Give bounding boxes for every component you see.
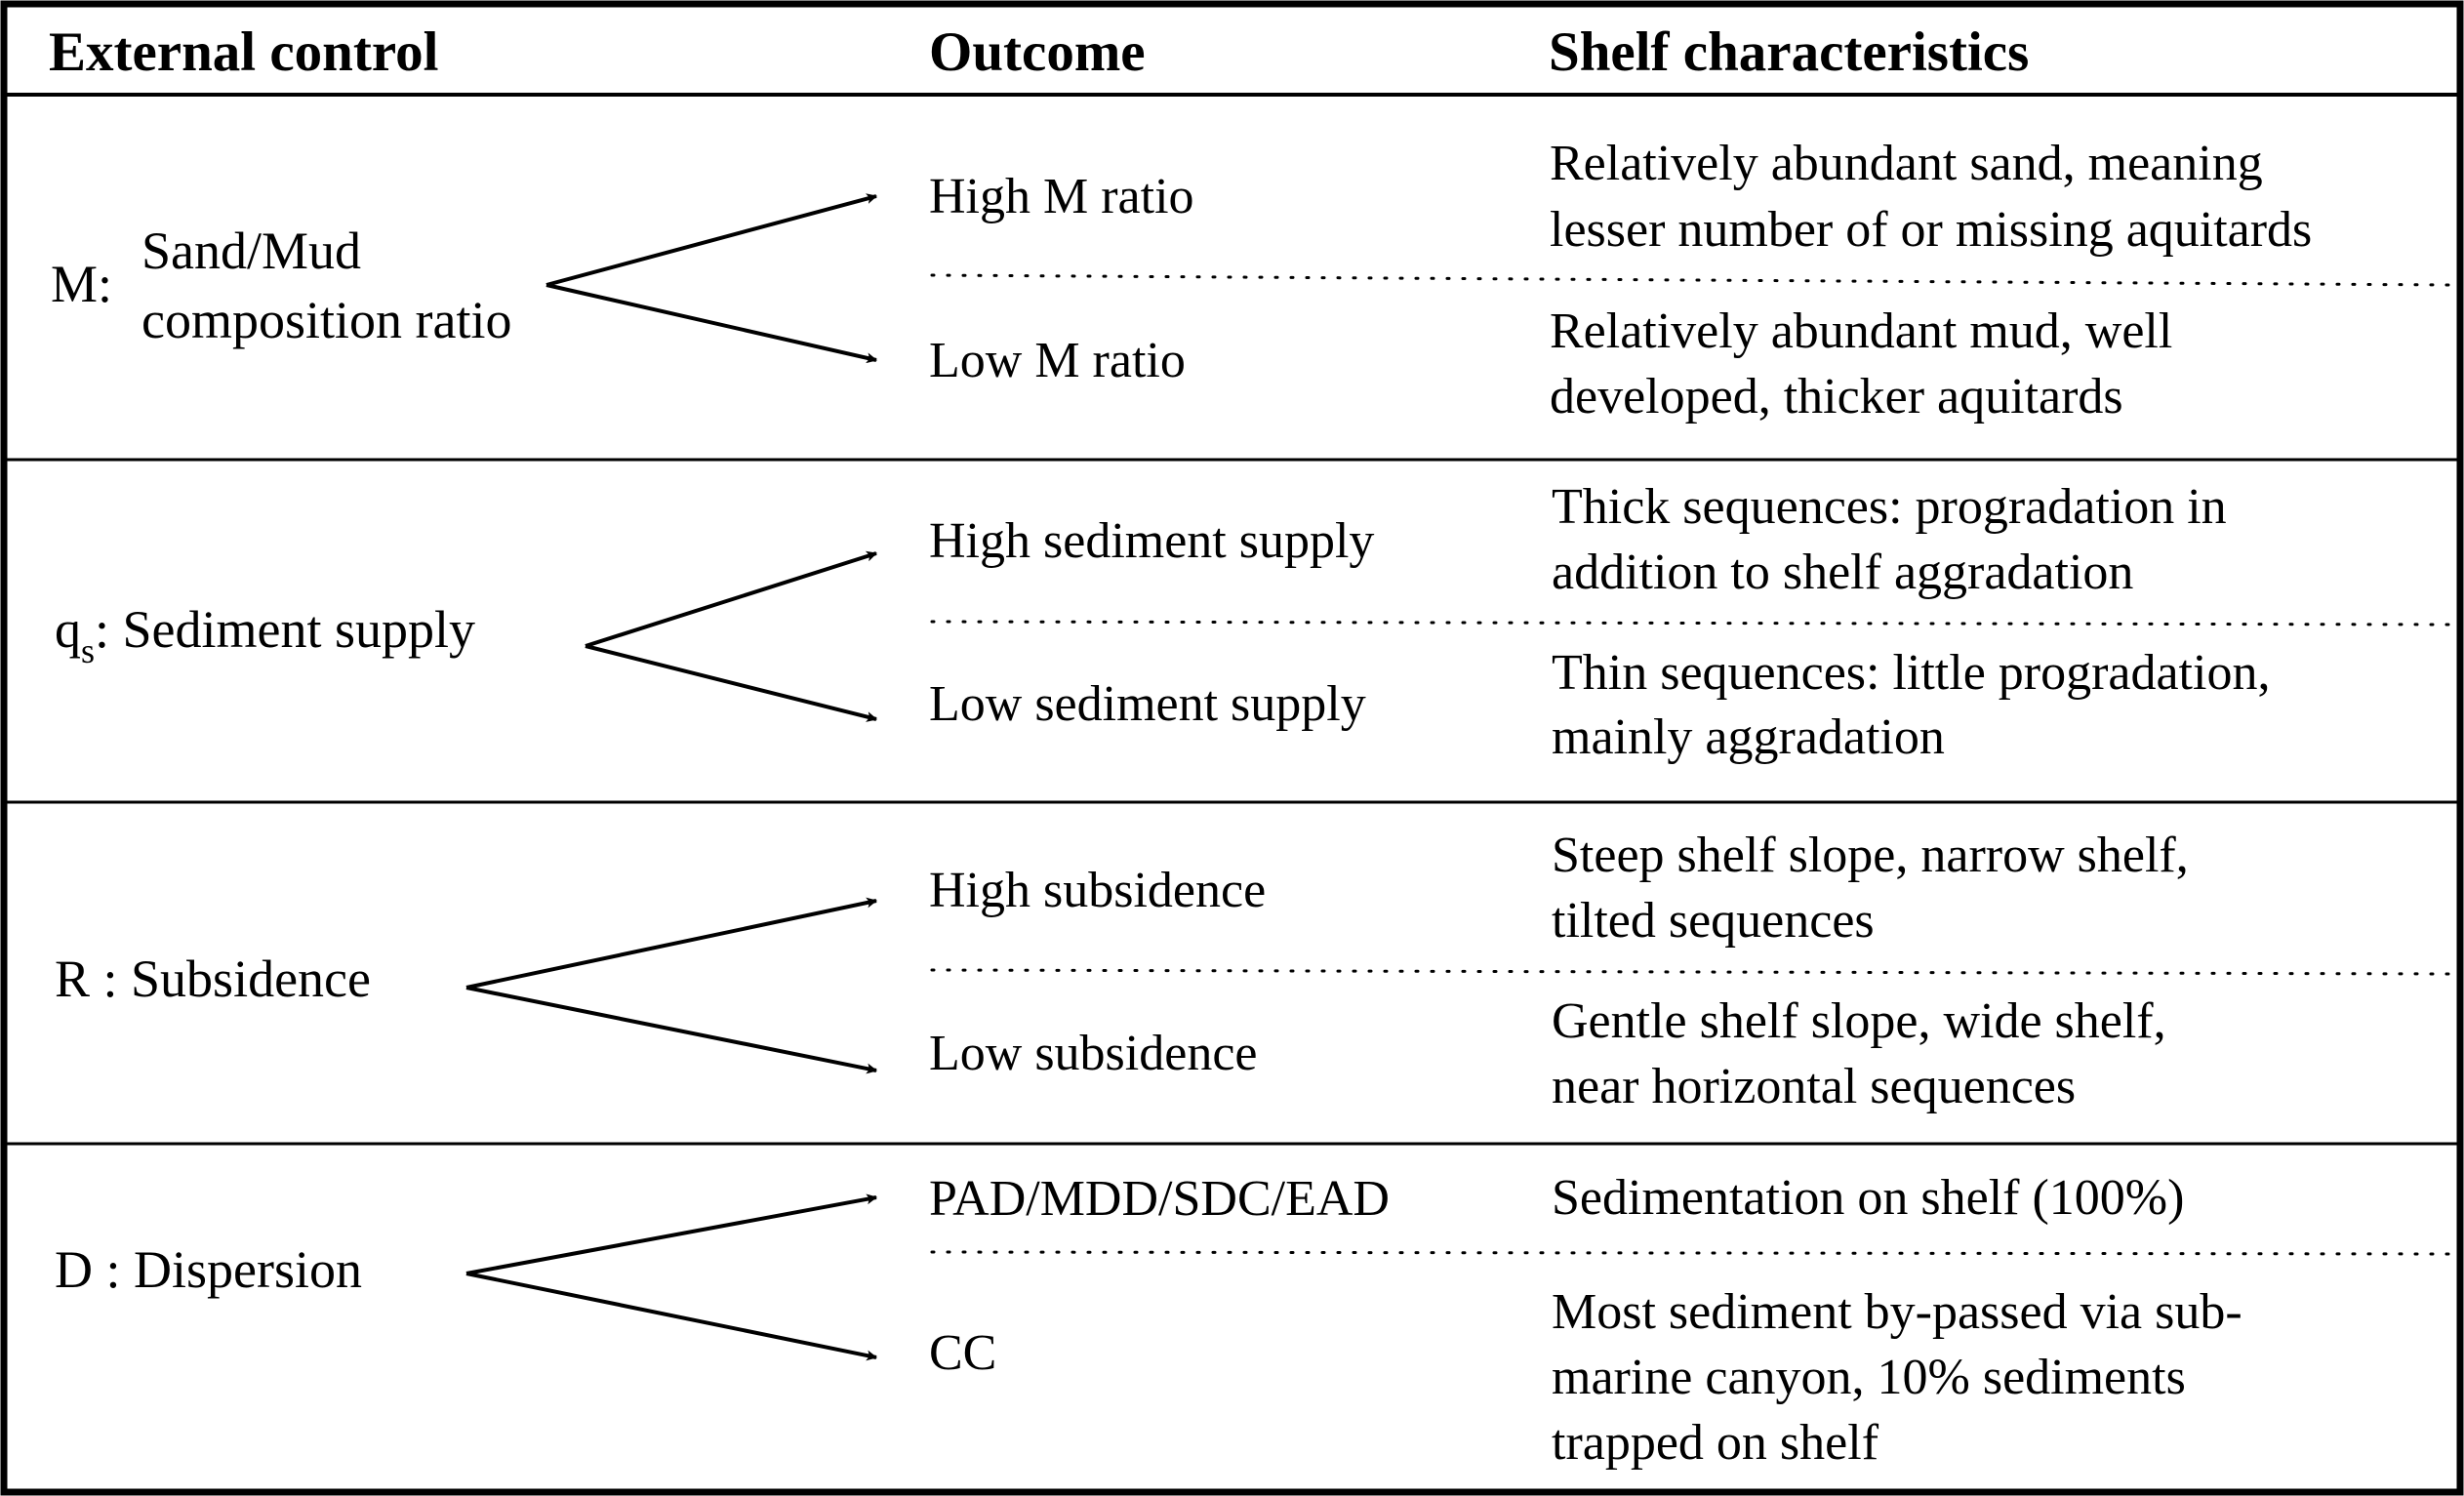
control-m-prefix: M: bbox=[51, 255, 113, 313]
characteristic-pad-line-1: Sedimentation on shelf (100%) bbox=[1552, 1170, 2185, 1226]
characteristic-cc-line-3: trapped on shelf bbox=[1552, 1415, 1879, 1471]
characteristic-low-m-line-1: Relatively abundant mud, well bbox=[1550, 303, 2173, 359]
control-m-line-1: Sand/Mud bbox=[141, 222, 362, 280]
outcome-high-sediment-supply: High sediment supply bbox=[929, 513, 1375, 569]
arrow-qs-low bbox=[585, 644, 878, 722]
arrow-m-low bbox=[545, 283, 878, 364]
dotted-divider-4 bbox=[930, 1250, 2451, 1256]
header-outcome: Outcome bbox=[929, 21, 1146, 83]
outcome-low-subsidence: Low subsidence bbox=[929, 1026, 1258, 1081]
outcome-high-subsidence: High subsidence bbox=[929, 863, 1267, 918]
arrow-r-high bbox=[465, 897, 878, 990]
characteristic-high-m-line-2: lesser number of or missing aquitards bbox=[1550, 202, 2313, 258]
control-qs-subscript: s bbox=[81, 631, 96, 670]
outcome-cc: CC bbox=[929, 1325, 997, 1381]
characteristic-high-subsidence-line-2: tilted sequences bbox=[1552, 893, 1875, 949]
dotted-divider-2 bbox=[930, 620, 2451, 627]
control-r-subsidence: R : Subsidence bbox=[55, 950, 371, 1008]
control-qs-label: : Sediment supply bbox=[95, 600, 476, 659]
characteristic-low-subsidence-line-2: near horizontal sequences bbox=[1552, 1059, 2077, 1114]
dotted-divider-3 bbox=[930, 968, 2451, 976]
control-qs-symbol: q bbox=[55, 600, 81, 659]
characteristic-cc-line-2: marine canyon, 10% sediments bbox=[1552, 1350, 2186, 1405]
header-external-control: External control bbox=[49, 21, 439, 83]
outcome-high-m-ratio: High M ratio bbox=[929, 169, 1194, 224]
control-m-line-2: composition ratio bbox=[141, 291, 512, 349]
arrow-r-low bbox=[465, 986, 878, 1074]
characteristic-low-subsidence-line-1: Gentle shelf slope, wide shelf, bbox=[1552, 993, 2166, 1049]
characteristic-low-supply-line-2: mainly aggradation bbox=[1552, 709, 1945, 765]
characteristic-high-subsidence-line-1: Steep shelf slope, narrow shelf, bbox=[1552, 828, 2189, 883]
characteristic-high-m-line-1: Relatively abundant sand, meaning bbox=[1550, 136, 2263, 191]
arrow-qs-high bbox=[585, 550, 878, 648]
characteristic-high-supply-line-2: addition to shelf aggradation bbox=[1552, 545, 2134, 600]
characteristic-low-supply-line-1: Thin sequences: little progradation, bbox=[1552, 645, 2271, 701]
outcome-low-m-ratio: Low M ratio bbox=[929, 333, 1186, 388]
header-shelf-characteristics: Shelf characteristics bbox=[1549, 21, 2030, 83]
control-d-dispersion: D : Dispersion bbox=[55, 1240, 362, 1299]
characteristic-low-m-line-2: developed, thicker aquitards bbox=[1550, 369, 2123, 425]
outcome-low-sediment-supply: Low sediment supply bbox=[929, 676, 1366, 732]
outcome-pad-mdd-sdc-ead: PAD/MDD/SDC/EAD bbox=[929, 1171, 1390, 1227]
arrow-m-high bbox=[545, 193, 878, 287]
dotted-divider-1 bbox=[930, 273, 2451, 287]
characteristic-high-supply-line-1: Thick sequences: progradation in bbox=[1552, 479, 2227, 535]
characteristic-cc-line-1: Most sediment by-passed via sub- bbox=[1552, 1284, 2242, 1340]
arrow-d-high bbox=[465, 1193, 878, 1275]
arrow-d-low bbox=[465, 1272, 878, 1361]
control-qs: qs: Sediment supply bbox=[55, 597, 476, 670]
